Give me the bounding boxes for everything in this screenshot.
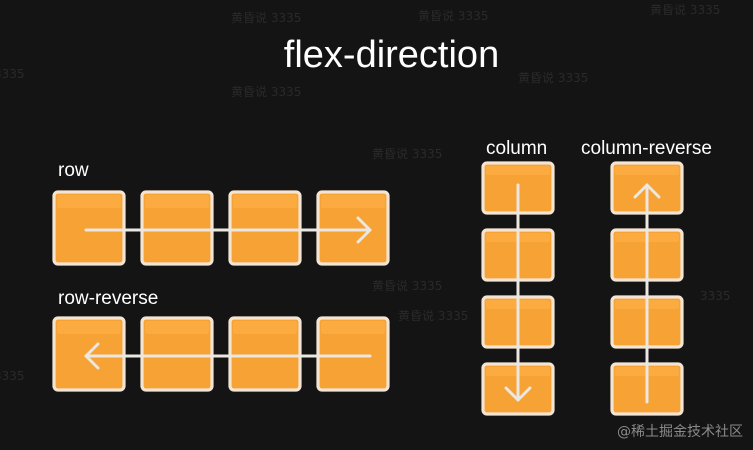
- row-box-1: [52, 190, 126, 266]
- arrow-left-icon: [84, 342, 372, 370]
- row-reverse-box-4: [316, 316, 390, 392]
- row-label: row: [58, 160, 89, 181]
- arrow-up-icon: [633, 183, 661, 404]
- footer-watermark: @稀土掘金技术社区: [617, 424, 743, 440]
- column-label: column: [486, 138, 548, 159]
- svg-text:黄昏说 3335: 黄昏说 3335: [372, 278, 442, 293]
- arrow-right-icon: [84, 216, 372, 244]
- svg-text:3335: 3335: [0, 67, 25, 81]
- svg-text:黄昏说 3335: 黄昏说 3335: [518, 70, 588, 85]
- row-box-3: [228, 190, 302, 266]
- svg-text:黄昏说 3335: 黄昏说 3335: [398, 308, 468, 323]
- page-title: flex-direction: [283, 34, 500, 76]
- svg-text:黄昏说 3335: 黄昏说 3335: [650, 2, 720, 17]
- row-box-2: [140, 190, 214, 266]
- row-reverse-box-3: [228, 316, 302, 392]
- svg-text:黄昏说 3335: 黄昏说 3335: [231, 84, 301, 99]
- row-reverse-label: row-reverse: [58, 288, 159, 309]
- svg-text:3335: 3335: [0, 369, 25, 383]
- row-reverse-box-2: [140, 316, 214, 392]
- row-box-4: [316, 190, 390, 266]
- svg-text:黄昏说 3335: 黄昏说 3335: [372, 146, 442, 161]
- column-diagram: [481, 161, 555, 416]
- svg-text:黄昏说 3335: 黄昏说 3335: [231, 10, 301, 25]
- row-reverse-diagram: [52, 316, 390, 392]
- svg-text:黄昏说 3335: 黄昏说 3335: [418, 8, 488, 23]
- arrow-down-icon: [504, 183, 532, 402]
- column-reverse-diagram: [610, 161, 684, 416]
- column-reverse-label: column-reverse: [581, 138, 712, 159]
- svg-text:3335: 3335: [700, 289, 731, 303]
- row-diagram: [52, 190, 390, 266]
- watermark-pattern: 3335 黄昏说 3335 黄昏说 3335 黄昏说 3335 黄昏说 3335…: [0, 2, 731, 383]
